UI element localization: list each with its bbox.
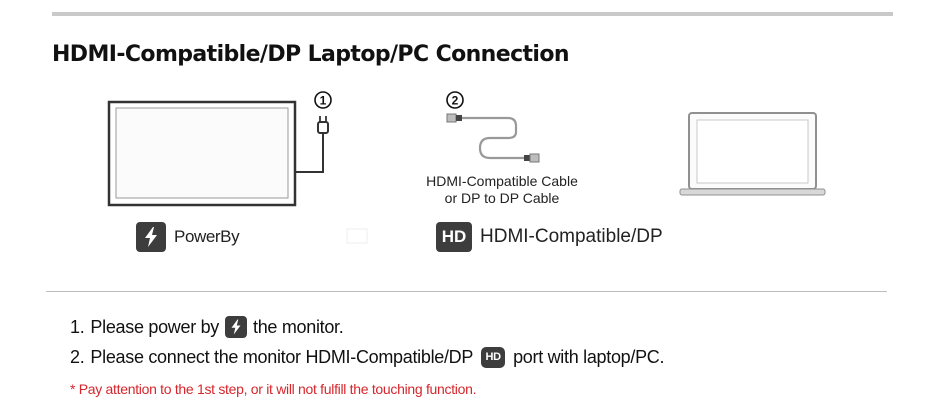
step-marker-1: 1 <box>314 91 332 109</box>
step-number: 2. <box>70 346 85 367</box>
power-by-legend: PowerBy <box>136 222 240 252</box>
svg-text:2: 2 <box>452 94 459 108</box>
top-divider <box>52 12 893 16</box>
hdmi-dp-label: HDMI-Compatible/DP <box>480 226 663 247</box>
faint-placeholder-icon <box>346 228 368 244</box>
page-title: HDMI-Compatible/DP Laptop/PC Connection <box>52 42 570 67</box>
step-text-before: Please connect the monitor HDMI-Compatib… <box>90 346 474 367</box>
step-text-after: port with laptop/PC. <box>513 346 665 367</box>
lightning-icon <box>225 316 247 338</box>
connection-diagram: 1 2 <box>107 91 826 244</box>
cable-icon <box>446 113 540 163</box>
instruction-step-1: 1. Please power by the monitor. <box>70 312 664 342</box>
step-text-after: the monitor. <box>253 316 344 337</box>
step-marker-2: 2 <box>446 91 464 109</box>
cable-caption-line2: or DP to DP Cable <box>444 190 560 206</box>
power-by-label: PowerBy <box>174 227 240 246</box>
portable-monitor-icon <box>107 100 297 207</box>
lightning-icon <box>136 222 166 252</box>
step-text-before: Please power by <box>90 316 219 337</box>
hd-icon: HD <box>436 222 472 252</box>
warning-note: * Pay attention to the 1st step, or it w… <box>70 381 477 397</box>
section-divider <box>46 291 887 292</box>
hdmi-dp-legend: HD HDMI-Compatible/DP <box>436 222 663 252</box>
laptop-icon <box>679 112 826 196</box>
cable-caption-line1: HDMI-Compatible Cable <box>426 173 578 189</box>
instruction-step-2: 2. Please connect the monitor HDMI-Compa… <box>70 342 664 372</box>
hd-icon: HD <box>481 346 506 368</box>
svg-text:1: 1 <box>320 94 327 108</box>
instruction-list: 1. Please power by the monitor. 2. Pleas… <box>70 312 664 372</box>
cable-caption: HDMI-Compatible Cable or DP to DP Cable <box>402 173 602 207</box>
power-cable-icon <box>295 116 329 173</box>
step-number: 1. <box>70 316 85 337</box>
